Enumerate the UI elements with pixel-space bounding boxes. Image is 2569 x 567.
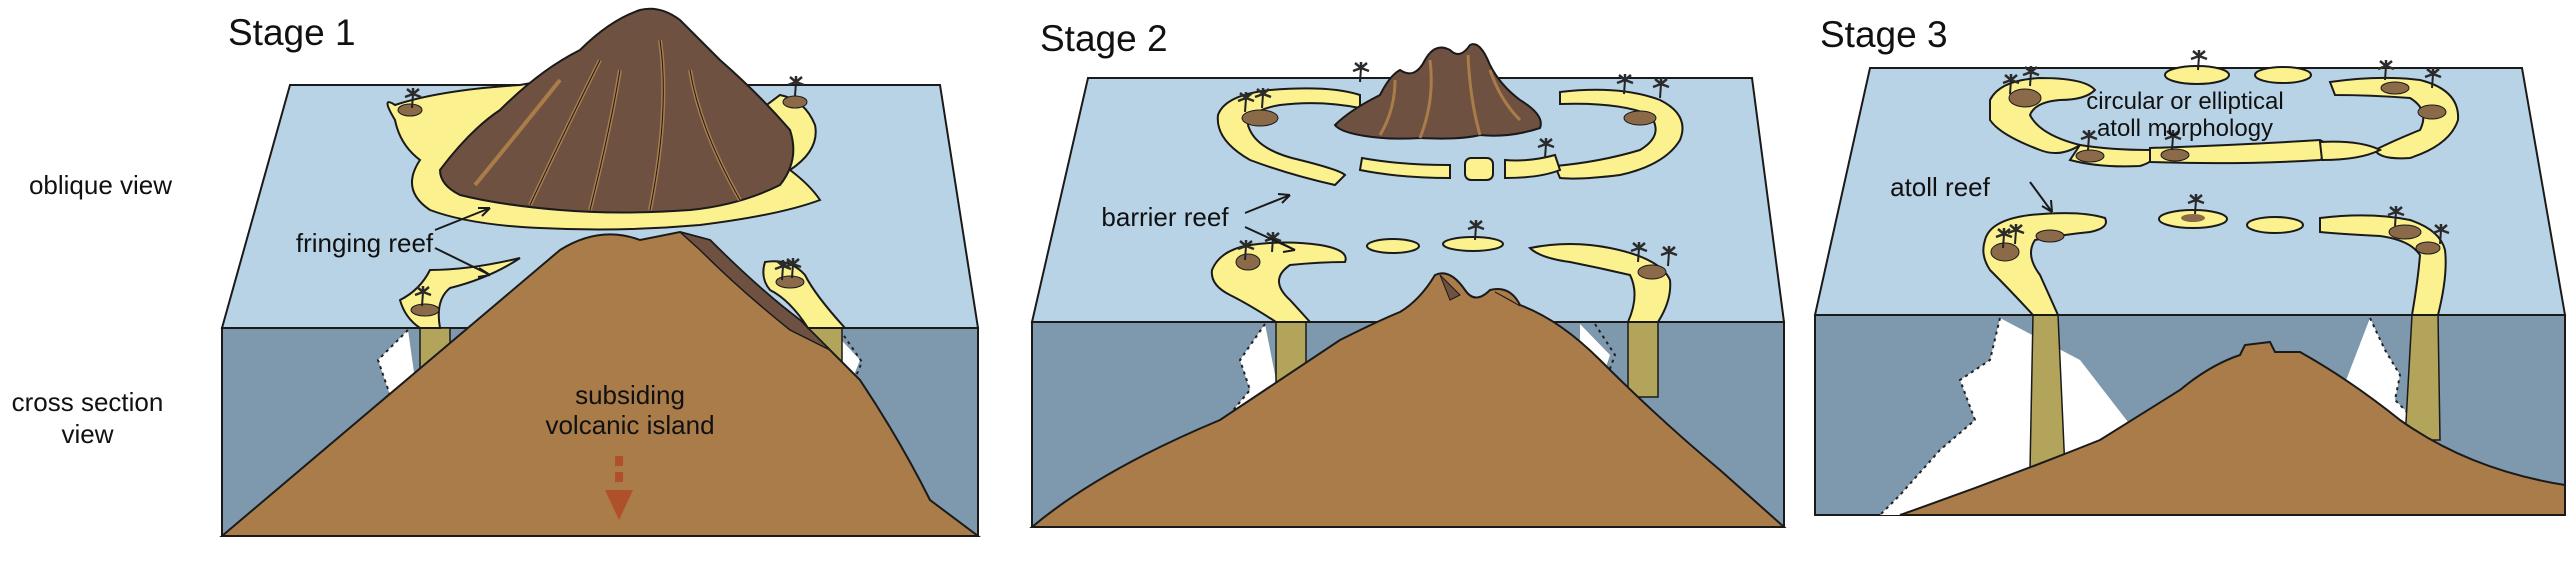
atoll-reef-label: atoll reef [1890,172,1990,202]
fringing-reef-label: fringing reef [295,228,434,258]
stage-1-title: Stage 1 [228,12,356,53]
atoll-morphology-line2: atoll morphology [2096,115,2274,142]
pointer-arrow-icon [2029,181,2053,213]
stage-3-island-section [1899,340,2566,516]
row-label-cross-section-view: cross section view [0,386,175,450]
stage-1-block [219,7,981,537]
stage-1-island-section [219,230,981,537]
pointer-arrow-icon [434,207,491,231]
stage-2-island-section [1029,272,1787,528]
stage-2-block [1029,43,1787,528]
barrier-reef-label: barrier reef [1101,202,1229,232]
atoll-morphology-line1: circular or elliptical [2086,88,2284,115]
atoll-morphology-label: circular or elliptical atoll morphology [2060,88,2310,142]
stage-3-title: Stage 3 [1820,14,1948,55]
stage-3-block [1813,48,2567,516]
pointer-arrow-icon [1244,194,1291,214]
row-label-oblique-view: oblique view [28,170,173,200]
subsidence-arrow-icon [605,456,633,520]
subsiding-label-line2: volcanic island [545,410,715,440]
row-label-cross-section-line2: view [61,419,114,449]
pointer-arrow-icon [434,247,491,276]
subsiding-label-line1: subsiding [575,380,685,410]
subsiding-volcanic-island-label: subsiding volcanic island [540,380,720,440]
row-label-cross-section-line1: cross section [11,387,164,417]
stage-1-volcano [438,7,795,214]
stage-2-title: Stage 2 [1040,18,1168,59]
